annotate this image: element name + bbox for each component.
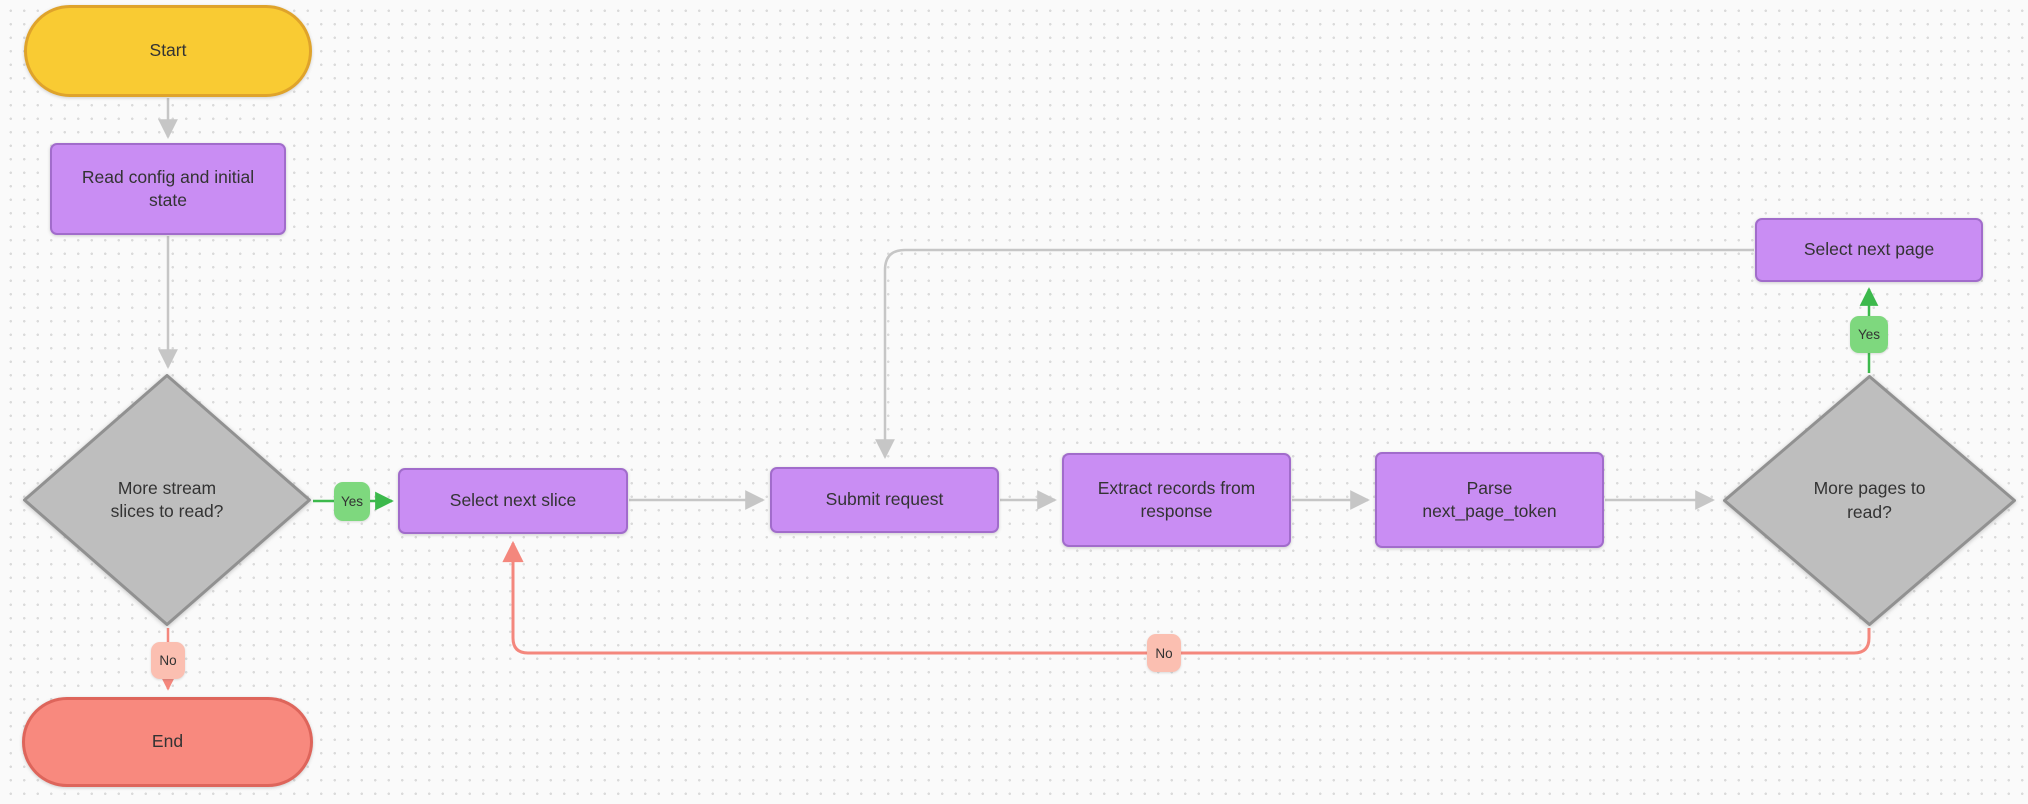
edge-select-page-submit-request xyxy=(875,248,1754,459)
edge-label-more-pages-yes: Yes xyxy=(1850,316,1888,353)
more-slices-diamond-shape xyxy=(23,374,311,626)
node-more-pages-label: More pages to read? xyxy=(1813,478,1926,522)
node-submit-request: Submit request xyxy=(770,467,999,533)
node-submit-request-label: Submit request xyxy=(825,489,944,510)
edge-more-pages-no-select-slice xyxy=(502,540,1871,655)
yes-label-text: Yes xyxy=(340,494,364,509)
node-parse-token: Parse next_page_token xyxy=(1375,452,1604,548)
more-pages-diamond-shape xyxy=(1723,375,2016,626)
node-more-pages: More pages to read? xyxy=(1722,374,2017,627)
node-start-label: Start xyxy=(149,40,187,61)
node-read-config: Read config and initial state xyxy=(50,143,286,235)
node-more-slices: More stream slices to read? xyxy=(22,373,312,627)
edge-label-more-slices-yes: Yes xyxy=(334,482,370,521)
node-select-slice: Select next slice xyxy=(398,468,628,534)
yes-label-text: Yes xyxy=(1857,327,1881,342)
node-select-slice-label: Select next slice xyxy=(449,490,577,511)
node-select-page-label: Select next page xyxy=(1803,239,1935,260)
node-select-page: Select next page xyxy=(1755,218,1983,282)
edge-label-more-pages-no: No xyxy=(1147,634,1181,672)
node-extract-records: Extract records from response xyxy=(1062,453,1291,547)
no-label-text: No xyxy=(1155,645,1173,661)
no-label-text: No xyxy=(159,653,177,668)
node-extract-records-label: Extract records from response xyxy=(1097,477,1256,521)
node-start: Start xyxy=(24,5,312,97)
node-read-config-label: Read config and initial state xyxy=(81,166,255,210)
node-parse-token-label: Parse next_page_token xyxy=(1422,477,1557,521)
node-end: End xyxy=(22,697,313,787)
edge-label-more-slices-no: No xyxy=(151,642,185,679)
node-end-label: End xyxy=(151,731,184,752)
node-more-slices-label: More stream slices to read? xyxy=(110,477,224,521)
